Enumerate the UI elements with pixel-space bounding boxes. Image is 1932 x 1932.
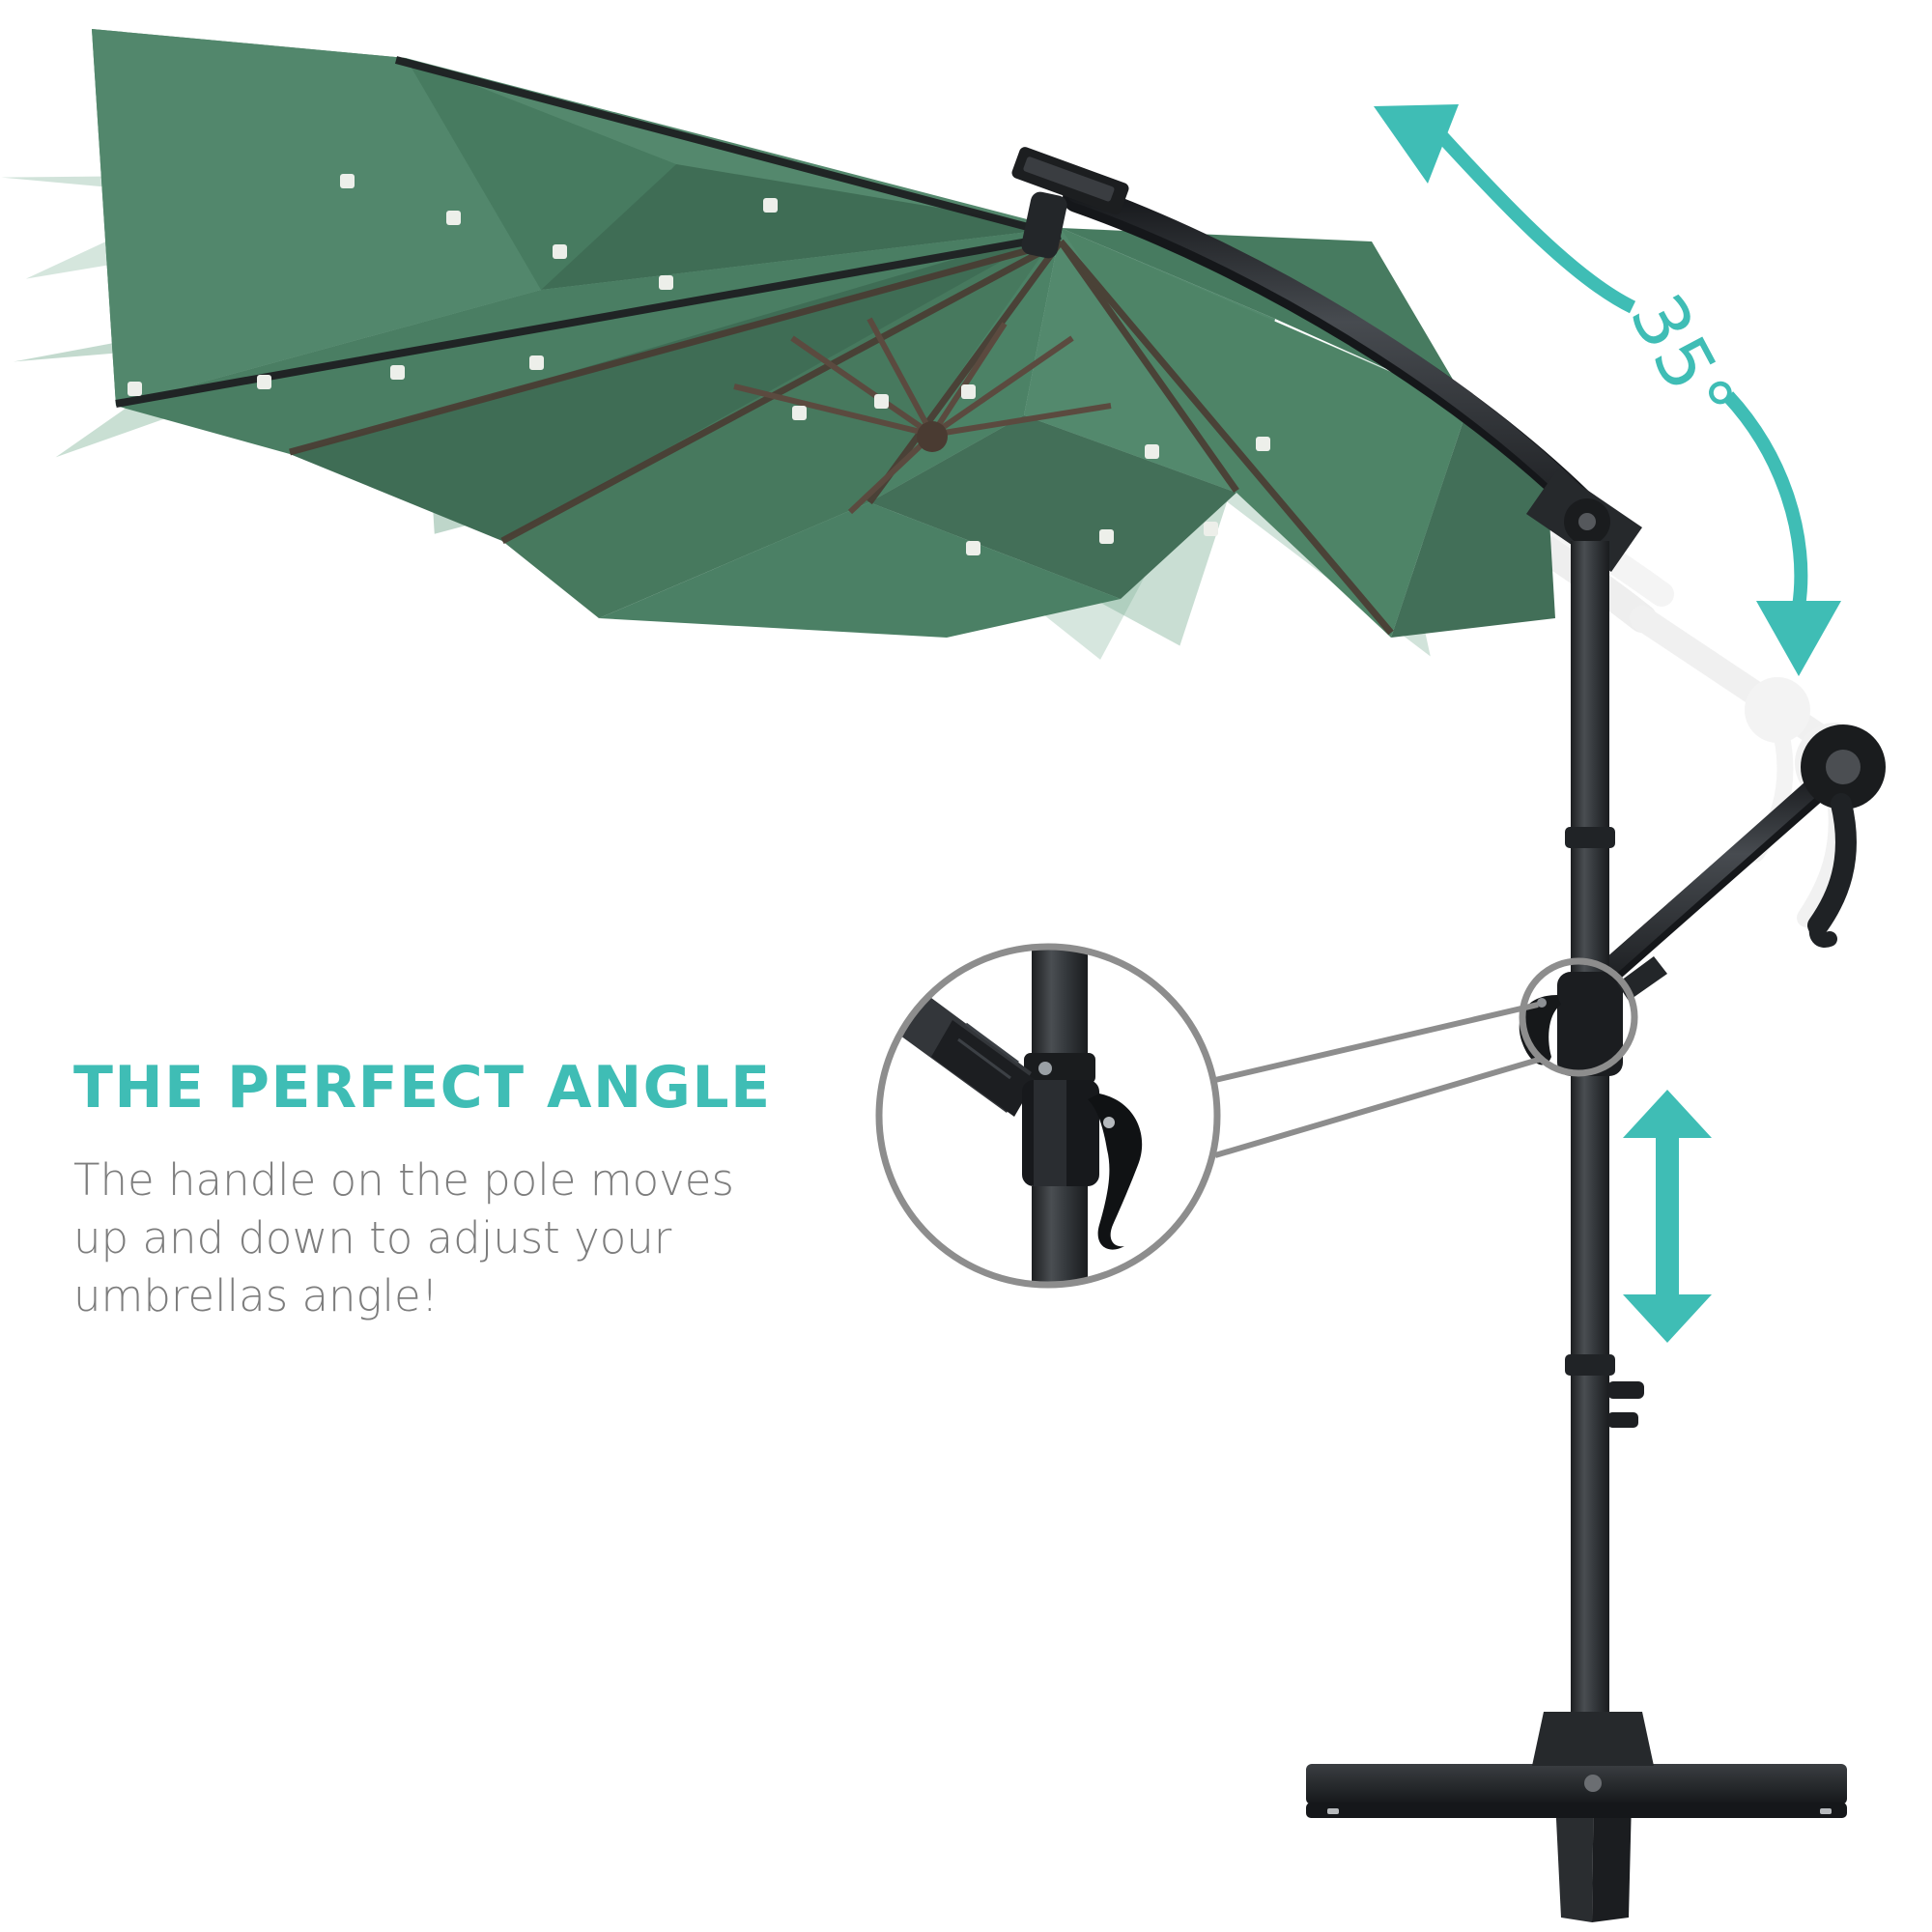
lower-strut-arm: [1581, 759, 1848, 998]
page-title: THE PERFECT ANGLE: [73, 1054, 772, 1122]
tilt-arrow-head-down: [1756, 601, 1841, 676]
magnifier-source-ring: [1519, 957, 1638, 1077]
magnifier-content: [879, 947, 1217, 1285]
led-markers: [128, 174, 1363, 555]
curved-support-arm: [1011, 147, 1642, 572]
feature-description: The handle on the pole moves up and down…: [73, 1119, 846, 1325]
handle-detail-magnifier: [875, 943, 1638, 1289]
tilt-range-arc: [1431, 126, 1808, 609]
feature-description-line-1: The handle on the pole moves: [73, 1154, 734, 1206]
tilt-arc-lower: [1722, 391, 1808, 609]
vertical-main-pole: [1565, 541, 1644, 1787]
crank-handle: [1801, 724, 1886, 948]
magnifier-connector-lower: [1214, 1056, 1543, 1158]
cross-bar-base: [1306, 1712, 1847, 1922]
feature-description-line-3: umbrellas angle!: [73, 1269, 439, 1321]
tilt-arc-upper: [1431, 126, 1636, 314]
magnifier-ring: [875, 943, 1221, 1289]
solar-led-canopy: [92, 29, 1555, 638]
upper-pivot-joint: [1526, 469, 1642, 572]
feature-text-block: THE PERFECT ANGLE The handle on the pole…: [73, 1058, 923, 1325]
solar-panel-module: [1011, 147, 1129, 259]
magnifier-connector-upper: [1214, 1002, 1539, 1083]
height-adjust-arrow: [1623, 1090, 1712, 1343]
feature-description-line-2: up and down to adjust your: [73, 1211, 672, 1264]
height-lock-pin: [1607, 1381, 1644, 1428]
tilt-arrow-head-up: [1374, 104, 1459, 184]
